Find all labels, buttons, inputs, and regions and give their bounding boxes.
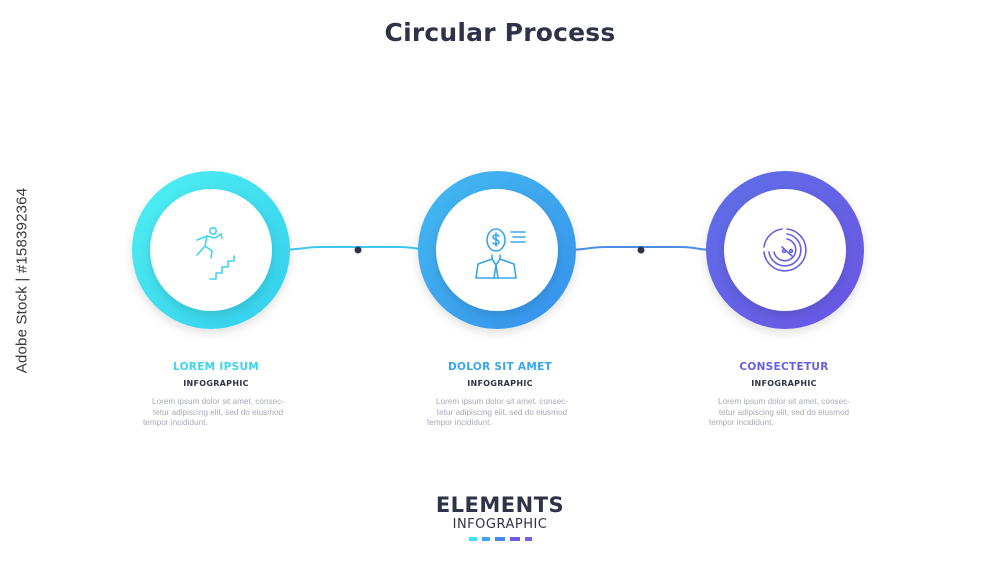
brand-subtitle: INFOGRAPHIC	[452, 517, 548, 532]
step-2-title: DOLOR SIT AMET	[447, 361, 553, 373]
brand-title: ELEMENTS	[435, 493, 565, 517]
step-2-description: Lorem ipsum dolor sit amet, consec- tetu…	[427, 397, 568, 427]
businessman-dollar-icon	[475, 228, 526, 279]
step-3-subtitle: INFOGRAPHIC	[751, 379, 817, 388]
connector-dot-1	[354, 246, 362, 254]
brand-dash-5	[524, 537, 532, 541]
percent-chart-icon	[763, 228, 807, 272]
brand-dash-4	[509, 537, 520, 541]
connector-dot-2	[637, 246, 645, 254]
brand-dash-2	[481, 537, 490, 541]
step-1-title: LOREM IPSUM	[172, 361, 260, 373]
page-title: Circular Process	[384, 18, 616, 47]
step-3-title: CONSECTETUR	[739, 361, 829, 373]
step-1-subtitle: INFOGRAPHIC	[183, 379, 249, 388]
step-1-ring	[132, 171, 290, 329]
brand-dash-1	[468, 537, 477, 541]
step-1-description: Lorem ipsum dolor sit amet, consec- tetu…	[143, 397, 284, 427]
step-2-ring	[418, 171, 576, 329]
person-climbing-stairs-icon	[196, 227, 235, 280]
step-3-description: Lorem ipsum dolor sit amet, consec- tetu…	[709, 397, 850, 427]
connector-1-2	[274, 246, 429, 251]
brand-dash-3	[494, 537, 505, 541]
step-3-ring	[706, 171, 864, 329]
brand-dashes	[0, 537, 1000, 541]
step-2-subtitle: INFOGRAPHIC	[467, 379, 533, 388]
